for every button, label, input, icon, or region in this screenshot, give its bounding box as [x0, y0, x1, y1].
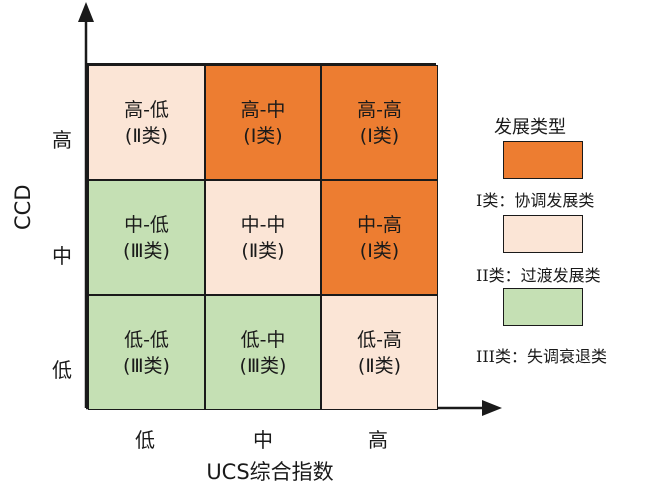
- matrix-cell: 低-中 (Ⅲ类): [205, 295, 321, 410]
- y-tick-low: 低: [52, 358, 72, 382]
- legend-label-class-3: III类：失调衰退类: [476, 347, 607, 366]
- matrix-cell: 中-低 (Ⅲ类): [88, 180, 205, 295]
- cell-type-label: (Ⅲ类): [123, 354, 170, 377]
- x-tick-mid: 中: [253, 428, 273, 452]
- cell-type-label: (Ⅰ类): [359, 239, 400, 262]
- cell-type-label: (Ⅱ类): [124, 124, 169, 147]
- legend-swatch-class-3: [503, 288, 583, 326]
- cell-level-label: 中-低: [124, 213, 169, 236]
- cell-level-label: 高-中: [240, 98, 286, 121]
- legend-swatch-class-2: [503, 215, 583, 253]
- matrix-cell: 低-高 (Ⅱ类): [321, 295, 438, 410]
- cell-type-label: (Ⅱ类): [357, 354, 402, 377]
- cell-type-label: (Ⅱ类): [241, 239, 285, 262]
- cell-type-label: (Ⅲ类): [123, 239, 170, 262]
- y-axis-arrow: [78, 2, 94, 22]
- matrix-cell: 高-高 (Ⅰ类): [321, 65, 438, 180]
- matrix-cell: 中-中 (Ⅱ类): [205, 180, 321, 295]
- legend-swatch-class-1: [503, 141, 583, 179]
- cell-level-label: 中-高: [357, 213, 402, 236]
- cell-level-label: 低-高: [357, 328, 402, 351]
- y-tick-mid: 中: [52, 244, 72, 268]
- legend-title: 发展类型: [494, 117, 566, 138]
- cell-type-label: (Ⅰ类): [243, 124, 283, 147]
- cell-level-label: 低-中: [240, 328, 286, 351]
- cell-level-label: 高-低: [124, 98, 169, 121]
- y-tick-high: 高: [52, 128, 72, 152]
- matrix-cell: 低-低 (Ⅲ类): [88, 295, 205, 410]
- y-axis-title: CCD: [11, 184, 35, 231]
- legend-label-class-1: I类：协调发展类: [476, 191, 595, 210]
- x-tick-low: 低: [135, 428, 155, 452]
- x-tick-high: 高: [368, 428, 388, 452]
- cell-level-label: 低-低: [124, 328, 169, 351]
- matrix-cell: 中-高 (Ⅰ类): [321, 180, 438, 295]
- x-axis-title: UCS综合指数: [206, 460, 334, 484]
- matrix-cell: 高-低 (Ⅱ类): [88, 65, 205, 180]
- cell-level-label: 中-中: [240, 213, 286, 236]
- matrix-cell: 高-中 (Ⅰ类): [205, 65, 321, 180]
- legend-label-class-2: II类：过渡发展类: [476, 266, 601, 285]
- x-axis-arrow: [482, 400, 502, 416]
- matrix-grid: 高-低 (Ⅱ类) 高-中 (Ⅰ类) 高-高 (Ⅰ类) 中-低 (Ⅲ类) 中-中 (Ⅱ类) 中-高 (Ⅰ…: [86, 63, 438, 410]
- cell-type-label: (Ⅲ类): [239, 354, 287, 377]
- cell-level-label: 高-高: [357, 98, 402, 121]
- cell-type-label: (Ⅰ类): [359, 124, 400, 147]
